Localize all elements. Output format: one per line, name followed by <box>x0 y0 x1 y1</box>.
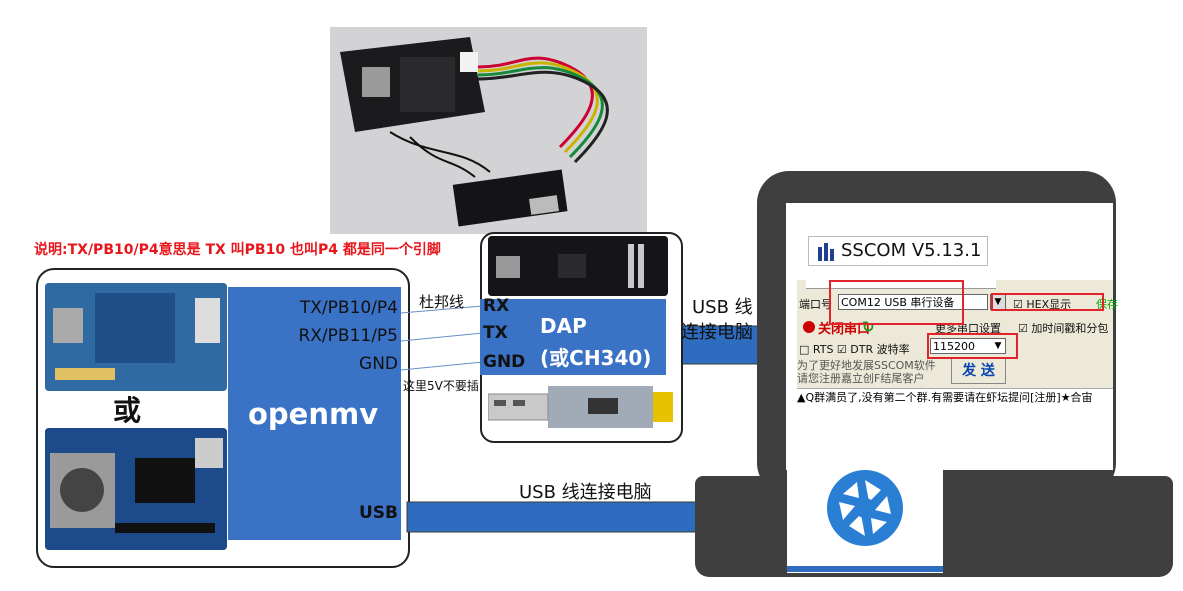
refresh-icon[interactable]: ↻ <box>862 318 875 336</box>
ticker-bar: ▲Q群满员了,没有第二个群.有需要请在虾坛提问[注册]★合宙 <box>797 388 1113 407</box>
sscom-app-icon <box>817 243 837 261</box>
wire-gnd <box>400 361 484 371</box>
timestamp-checkbox[interactable]: ☑ 加时间戳和分包 <box>1018 322 1109 335</box>
hex-display-checkbox[interactable]: ☑ HEX显示 <box>1013 298 1072 311</box>
pin-explanation-note: 说明:TX/PB10/P4意思是 TX 叫PB10 也叫P4 都是同一个引脚 <box>34 242 441 258</box>
wire-tx-rx <box>400 305 484 314</box>
product-photo <box>330 27 647 234</box>
openmv-block <box>228 287 401 540</box>
openmv-title: openmv <box>248 397 379 431</box>
openmv-board-photo-1 <box>45 283 227 391</box>
pin-label-rx: RX/PB11/P5 <box>298 326 398 346</box>
ad-line-1: 为了更好地发展SSCOM软件 <box>797 359 936 372</box>
dropdown-arrow-icon[interactable]: ▼ <box>994 341 1002 351</box>
usb-label-top-line1: USB 线 <box>692 297 753 318</box>
dap-pin-gnd: GND <box>483 352 526 372</box>
ch340-usb-photo <box>487 378 676 434</box>
dap-block <box>480 299 666 375</box>
5v-warning-note: 这里5V不要插 <box>403 379 479 393</box>
dap-subtitle: (或CH340) <box>540 346 652 370</box>
ad-line-2: 请您注册嘉立创F结尾客户 <box>797 372 925 385</box>
pin-label-usb: USB <box>358 503 398 523</box>
close-port-icon <box>803 321 815 333</box>
highlight-hex <box>991 293 1104 311</box>
port-select[interactable]: COM12 USB 串行设备 <box>838 294 988 310</box>
pin-label-gnd: GND <box>359 354 398 374</box>
baud-rate-select[interactable]: 115200 <box>930 338 1006 354</box>
close-port-button[interactable]: 关闭串口 <box>818 322 871 337</box>
highlight-port <box>829 280 964 325</box>
openmv-shutter-icon <box>825 468 905 548</box>
openmv-ide-bar <box>787 566 943 572</box>
sscom-titlebar <box>808 236 988 266</box>
usb-label-top-line2: 连接电脑 <box>681 322 753 343</box>
usb-label-bottom: USB 线连接电脑 <box>519 482 652 503</box>
or-label: 或 <box>113 394 142 427</box>
more-settings-button[interactable]: 更多串口设置 <box>935 322 1001 335</box>
sscom-title: SSCOM V5.13.1 <box>841 240 982 261</box>
dupont-wire-label: 杜邦线 <box>419 293 465 311</box>
send-button[interactable]: 发 送 <box>951 358 1006 384</box>
dap-pin-rx: RX <box>483 296 510 316</box>
dap-pin-tx: TX <box>483 323 508 343</box>
rts-dtr-baud-row[interactable]: □ RTS ☑ DTR 波特率 <box>799 343 910 356</box>
daplink-photo <box>488 236 668 296</box>
openmv-board-photo-2 <box>45 428 227 550</box>
highlight-baud <box>927 333 1018 359</box>
port-label: 端口号 <box>799 298 832 311</box>
dap-title: DAP <box>540 314 587 338</box>
wire-rx-tx <box>400 332 484 342</box>
sscom-tabs[interactable] <box>806 280 996 289</box>
pin-label-tx: TX/PB10/P4 <box>299 298 398 318</box>
save-button[interactable]: 保存 <box>1096 298 1118 311</box>
